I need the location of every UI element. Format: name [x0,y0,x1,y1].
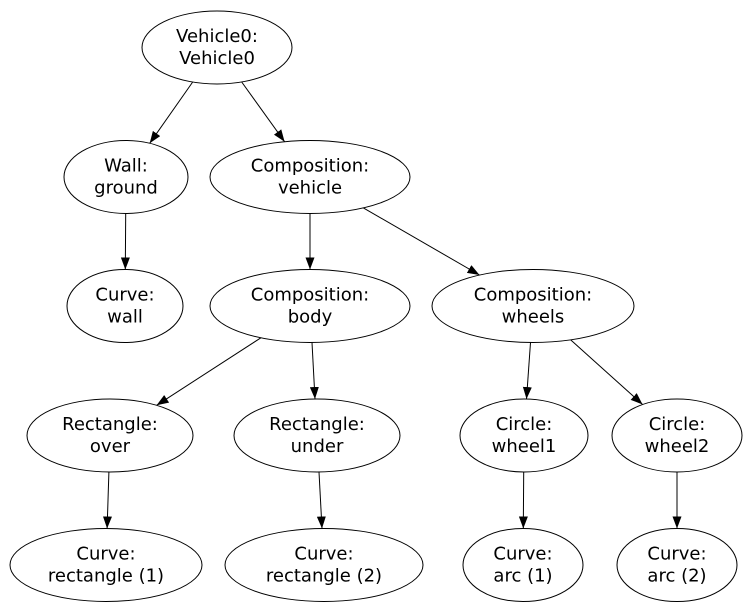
node-composition-vehicle-label-line2: vehicle [278,178,342,199]
node-curve-rectangle-2-label-line1: Curve: [294,544,353,565]
node-vehicle0-label-line1: Vehicle0: [176,26,258,47]
node-curve-rectangle-2-label-line2: rectangle (2) [266,566,382,587]
node-rectangle-under-label-line2: under [291,436,344,457]
node-composition-body-label-line1: Composition: [251,285,369,306]
node-rectangle-under-label-line1: Rectangle: [269,414,365,435]
node-composition-body-shape [209,269,411,343]
node-composition-body: Composition:body [209,269,411,343]
node-curve-rectangle-1: Curve:rectangle (1) [9,528,203,602]
node-composition-wheels: Composition:wheels [431,269,635,343]
node-curve-rectangle-2-shape [224,528,424,602]
node-curve-wall-label-line2: wall [107,307,143,328]
node-curve-rectangle-1-shape [9,528,203,602]
node-composition-body-label-line2: body [288,307,333,328]
node-curve-arc-1-label-line2: arc (1) [493,566,552,587]
node-rectangle-under-shape [233,398,401,473]
node-vehicle0-label-line2: Vehicle0 [179,48,255,69]
edge-rectangle-under-to-curve-rectangle-2 [316,471,326,529]
node-circle-wheel1-shape [459,398,589,473]
node-circle-wheel2-shape [611,398,743,473]
node-circle-wheel2: Circle:wheel2 [611,398,743,473]
node-curve-wall-shape [66,269,184,343]
node-vehicle0-shape [141,10,293,85]
node-curve-wall: Curve:wall [66,269,184,343]
edge-composition-wheels-to-circle-wheel2 [570,339,643,405]
node-curve-rectangle-1-label-line1: Curve: [76,544,135,565]
node-composition-wheels-label-line2: wheels [502,307,565,328]
node-wall-ground-label-line2: ground [94,178,158,199]
node-curve-arc-2-shape [616,528,738,602]
node-wall-ground-shape [63,140,189,214]
node-curve-wall-label-line1: Curve: [95,285,154,306]
node-wall-ground-label-line1: Wall: [104,156,148,177]
edge-vehicle0-to-wall-ground [149,81,194,144]
node-composition-wheels-shape [431,269,635,343]
node-rectangle-over-label-line1: Rectangle: [62,414,158,435]
node-curve-arc-1-shape [462,528,584,602]
node-composition-vehicle-label-line1: Composition: [251,156,369,177]
node-circle-wheel1: Circle:wheel1 [459,398,589,473]
node-curve-arc-2-label-line2: arc (2) [647,566,706,587]
node-curve-arc-1-label-line1: Curve: [493,544,552,565]
node-composition-vehicle: Composition:vehicle [209,140,411,214]
node-circle-wheel1-label-line2: wheel1 [492,436,557,457]
node-curve-arc-2: Curve:arc (2) [616,528,738,602]
edge-vehicle0-to-composition-vehicle [241,81,286,142]
node-rectangle-over: Rectangle:over [26,398,194,473]
node-circle-wheel1-label-line1: Circle: [496,414,553,435]
node-curve-rectangle-2: Curve:rectangle (2) [224,528,424,602]
node-circle-wheel2-label-line1: Circle: [649,414,706,435]
node-rectangle-under: Rectangle:under [233,398,401,473]
node-circle-wheel2-label-line2: wheel2 [645,436,710,457]
node-rectangle-over-label-line2: over [90,436,131,457]
node-composition-vehicle-shape [209,140,411,214]
node-curve-arc-2-label-line1: Curve: [647,544,706,565]
edge-composition-vehicle-to-composition-wheels [363,207,480,276]
node-composition-wheels-label-line1: Composition: [474,285,592,306]
node-wall-ground: Wall:ground [63,140,189,214]
edge-composition-body-to-rectangle-under [309,342,319,400]
edge-composition-body-to-rectangle-over [156,337,262,406]
edge-composition-wheels-to-circle-wheel1 [522,342,532,400]
node-curve-rectangle-1-label-line2: rectangle (1) [48,566,164,587]
node-vehicle0: Vehicle0:Vehicle0 [141,10,293,85]
node-curve-arc-1: Curve:arc (1) [462,528,584,602]
edge-rectangle-over-to-curve-rectangle-1 [102,471,112,529]
node-rectangle-over-shape [26,398,194,473]
